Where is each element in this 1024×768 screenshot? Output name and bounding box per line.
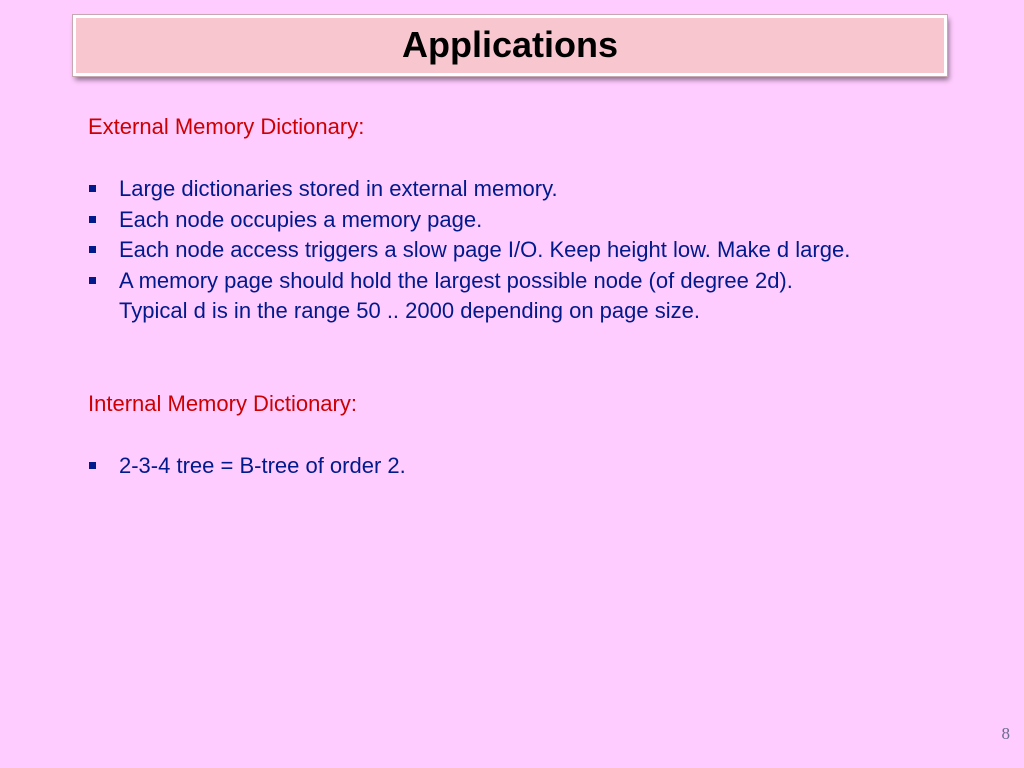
bullet-item: Large dictionaries stored in external me… bbox=[88, 174, 988, 205]
bullet-text: Large dictionaries stored in external me… bbox=[119, 176, 558, 201]
page-number: 8 bbox=[1001, 724, 1011, 743]
bullet-text: Each node access triggers a slow page I/… bbox=[119, 237, 851, 262]
bullet-text: Each node occupies a memory page. bbox=[119, 206, 483, 232]
spacer bbox=[88, 142, 988, 174]
square-bullet-icon bbox=[89, 185, 96, 192]
square-bullet-icon bbox=[89, 276, 96, 284]
square-bullet-icon bbox=[89, 461, 96, 469]
bullet-item: 2-3-4 tree = B-tree of order 2. bbox=[88, 451, 988, 482]
spacer bbox=[88, 327, 988, 389]
square-bullet-icon bbox=[89, 215, 96, 223]
slide-title: Applications bbox=[401, 23, 619, 65]
slide-title-box: Applications bbox=[72, 14, 948, 77]
bullet-text-continuation: Typical d is in the range 50 .. 2000 dep… bbox=[119, 298, 700, 323]
bullet-text: 2-3-4 tree = B-tree of order 2. bbox=[119, 452, 406, 478]
slide-content: External Memory Dictionary: Large dictio… bbox=[88, 112, 988, 481]
bullet-item: A memory page should hold the largest po… bbox=[88, 266, 988, 327]
external-memory-bullets: Large dictionaries stored in external me… bbox=[88, 174, 988, 327]
internal-memory-heading: Internal Memory Dictionary: bbox=[88, 390, 357, 416]
internal-memory-bullets: 2-3-4 tree = B-tree of order 2. bbox=[88, 451, 988, 482]
bullet-item: Each node access triggers a slow page I/… bbox=[88, 235, 988, 266]
external-memory-heading: External Memory Dictionary: bbox=[88, 114, 365, 139]
square-bullet-icon bbox=[89, 246, 96, 253]
bullet-text: A memory page should hold the largest po… bbox=[119, 267, 793, 293]
bullet-item: Each node occupies a memory page. bbox=[88, 205, 988, 236]
spacer bbox=[88, 419, 988, 451]
